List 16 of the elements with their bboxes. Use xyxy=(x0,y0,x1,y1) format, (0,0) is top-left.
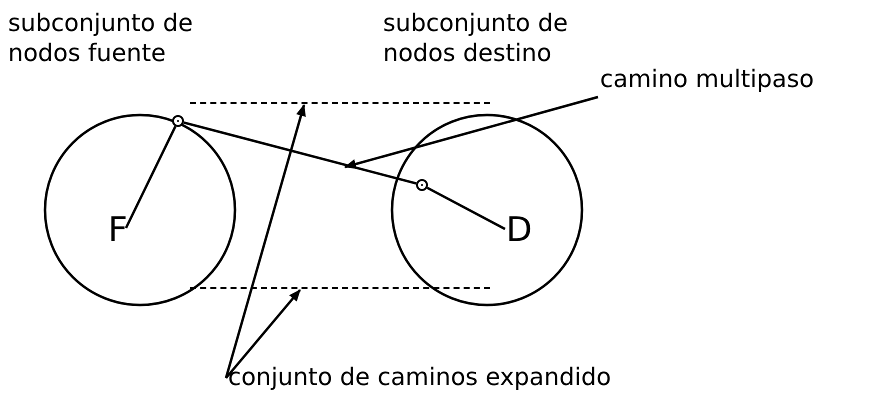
node-dot xyxy=(172,115,184,127)
dashed-line xyxy=(190,102,490,105)
callout-label: conjunto de caminos expandido xyxy=(228,362,612,392)
connector-line xyxy=(183,121,417,185)
node-dot xyxy=(416,179,428,191)
leader-line xyxy=(426,186,506,230)
node-label: F xyxy=(108,210,128,250)
subset-heading: subconjunto de nodos fuente xyxy=(8,8,194,68)
arrow xyxy=(224,104,306,378)
dashed-line xyxy=(190,287,490,290)
arrow xyxy=(225,289,301,379)
callout-label: camino multipaso xyxy=(600,64,814,94)
node-label: D xyxy=(506,210,532,250)
leader-line xyxy=(124,126,176,229)
subset-heading: subconjunto de nodos destino xyxy=(383,8,569,68)
arrow xyxy=(344,96,598,169)
